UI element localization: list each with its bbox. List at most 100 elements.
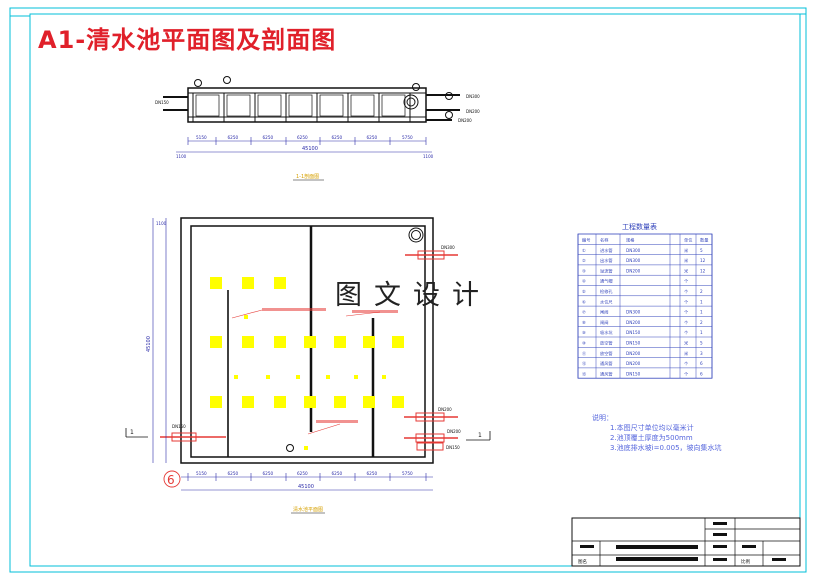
plan-vent-mark bbox=[234, 375, 238, 379]
plan-top-left-dim: 1100 bbox=[156, 221, 167, 226]
plan-inner-wall bbox=[190, 225, 426, 458]
section-bay bbox=[319, 94, 344, 117]
table-cell: 米 bbox=[684, 350, 689, 357]
pipe-tag-dn200-b: DN200 bbox=[447, 429, 461, 434]
plan-leader-line bbox=[231, 309, 263, 319]
pipe-tag-dn200: DN200 bbox=[438, 407, 452, 412]
plan-vent-mark bbox=[244, 315, 248, 319]
plan-column-pad bbox=[334, 396, 346, 408]
table-cell: 米 bbox=[684, 340, 689, 347]
span-dim-label: 5150 bbox=[196, 471, 207, 476]
table-header-cell: 编号 bbox=[582, 237, 590, 244]
table-cell: 溢流管 bbox=[600, 267, 613, 274]
table-cell: DN150 bbox=[626, 330, 641, 335]
plan-pipe-outlet: DN200 bbox=[404, 429, 461, 443]
section-right-edge-dim: 1100 bbox=[423, 154, 434, 159]
table-cell: ⑥ bbox=[582, 299, 586, 304]
section-callout-icon bbox=[223, 76, 231, 84]
table-cell: ⑨ bbox=[582, 330, 586, 335]
table-cell: 闸阀 bbox=[600, 319, 608, 326]
section-tag-dn200: DN200 bbox=[466, 109, 480, 114]
title-block-label-scale: 比例 bbox=[741, 558, 750, 565]
section-bays bbox=[192, 93, 411, 122]
plan-vent-mark bbox=[296, 375, 300, 379]
table-cell: DN300 bbox=[626, 310, 641, 315]
table-header-cell: 规格 bbox=[626, 237, 635, 244]
section-bay bbox=[257, 94, 282, 117]
plan-drain-sump-icon bbox=[286, 444, 294, 452]
table-cell: DN200 bbox=[626, 361, 641, 366]
table-cell: 5 bbox=[700, 341, 703, 346]
plan-column-pad bbox=[242, 277, 254, 289]
section-tag-dn200-b: DN200 bbox=[458, 118, 472, 123]
plan-column-pad bbox=[210, 277, 222, 289]
table-cell: 2 bbox=[700, 289, 703, 294]
table-cell: 检修孔 bbox=[600, 288, 613, 295]
sheet-number: 6 bbox=[167, 473, 175, 487]
table-cell: ② bbox=[582, 258, 586, 263]
title-block-fill bbox=[772, 558, 786, 561]
plan-column-pad bbox=[242, 396, 254, 408]
span-dim-label: 6250 bbox=[228, 471, 239, 476]
plan-column-pad bbox=[304, 396, 316, 408]
section-left-edge-dim: 1100 bbox=[176, 154, 187, 159]
table-cell: 出水管 bbox=[600, 257, 613, 264]
table-cell: 1 bbox=[700, 330, 703, 335]
table-cell: DN200 bbox=[626, 351, 641, 356]
title-block-fill bbox=[713, 533, 727, 536]
table-cell: ③ bbox=[582, 268, 586, 273]
plan-annotation-mark bbox=[352, 310, 398, 313]
table-cell: DN300 bbox=[626, 248, 641, 253]
inner-sheet-border bbox=[29, 13, 801, 567]
span-dim-label: 6250 bbox=[367, 471, 378, 476]
section-bay bbox=[288, 94, 313, 117]
plan-pipe-drain: DN150 bbox=[160, 424, 226, 442]
table-cell: ⑪ bbox=[582, 350, 587, 357]
plan-vent-mark bbox=[304, 446, 308, 450]
section-tag-dn300: DN300 bbox=[466, 94, 480, 99]
table-header-cell: 名称 bbox=[600, 237, 608, 244]
table-cell: 2 bbox=[700, 320, 703, 325]
table-cell: 6 bbox=[700, 361, 703, 366]
span-dim-label: 6250 bbox=[263, 135, 274, 140]
section-callout-icon bbox=[445, 111, 453, 119]
table-cell: ⑧ bbox=[582, 320, 586, 325]
table-cell: 个 bbox=[684, 361, 689, 366]
title-block-label-name: 图名 bbox=[578, 558, 587, 565]
table-cell: ⑬ bbox=[582, 370, 587, 377]
title-block: 图名 比例 bbox=[571, 517, 801, 567]
title-block-frame bbox=[571, 517, 801, 567]
table-cell: ④ bbox=[582, 279, 586, 284]
section-callout-icon bbox=[445, 92, 453, 100]
table-cell: 个 bbox=[684, 289, 689, 294]
plan-pipe-inlet: DN300 bbox=[405, 245, 458, 260]
span-dim-label: 6250 bbox=[332, 471, 343, 476]
section-cut-marker: 1 bbox=[130, 429, 134, 436]
table-cell: DN150 bbox=[626, 371, 641, 376]
table-cell: 放空管 bbox=[600, 350, 613, 357]
table-cell: 3 bbox=[700, 351, 703, 356]
table-cell: 通风管 bbox=[600, 370, 613, 377]
pipe-tag-dn150-b: DN150 bbox=[446, 445, 460, 450]
table-cell: ① bbox=[582, 248, 586, 253]
plan-column-pad bbox=[242, 336, 254, 348]
drawing-title: A1-清水池平面图及剖面图 bbox=[38, 26, 337, 54]
span-dim-label: 5750 bbox=[402, 471, 413, 476]
section-cut-marker: 1 bbox=[478, 432, 482, 439]
section-callout-icon bbox=[194, 79, 202, 87]
table-cell: 1 bbox=[700, 299, 703, 304]
plan-column-pad bbox=[392, 396, 404, 408]
table-cell: 12 bbox=[700, 258, 706, 263]
table-cell: DN200 bbox=[626, 268, 641, 273]
plan-vent-mark bbox=[382, 375, 386, 379]
design-notes: 说明： 1.本图尺寸单位均以毫米计 2.池顶覆土厚度为500mm 3.池底排水坡… bbox=[592, 413, 722, 453]
table-cell: 1 bbox=[700, 310, 703, 315]
plan-column-pad bbox=[274, 336, 286, 348]
table-cell: 个 bbox=[684, 330, 689, 335]
plan-vent-mark bbox=[354, 375, 358, 379]
title-block-fill bbox=[742, 545, 756, 548]
